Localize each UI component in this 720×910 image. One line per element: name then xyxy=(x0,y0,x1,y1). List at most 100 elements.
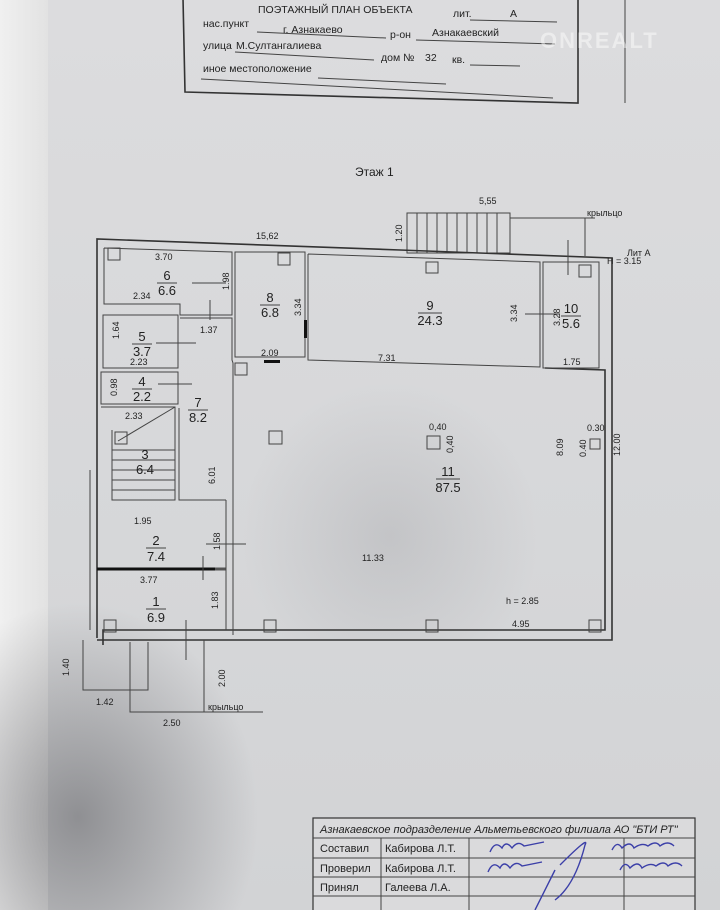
dimension-labels: 15,62 5,55 1.20 крыльцо Лит А H = 3.15 3… xyxy=(61,196,651,728)
house-label: дом № xyxy=(381,52,414,64)
bottom-porch xyxy=(82,640,263,713)
dimension-label: 8.09 xyxy=(555,438,565,456)
row-accepted-name: Галеева Л.А. xyxy=(385,882,451,894)
top-porch xyxy=(406,212,595,256)
street-label: улица xyxy=(203,40,232,52)
room-1: 16.9 xyxy=(146,594,166,625)
dimension-label: 2.34 xyxy=(133,291,151,301)
lit-mark: Лит А xyxy=(627,248,651,258)
room-label-text: 6.9 xyxy=(147,610,165,625)
room-8: 86.8 xyxy=(260,290,280,320)
dimension-label: 1.75 xyxy=(563,357,581,367)
dimension-label: 2.23 xyxy=(130,357,148,367)
room-5: 53.7 xyxy=(132,329,152,359)
dimension-label: 2.50 xyxy=(163,718,181,728)
dimension-label: 3.34 xyxy=(293,298,303,316)
dimension-label: 1.98 xyxy=(221,272,231,290)
dimension-label: 3.70 xyxy=(155,252,173,262)
dimension-label: h = 2.85 xyxy=(506,596,539,606)
room-label-text: 6 xyxy=(163,268,170,283)
room-label-text: 6.8 xyxy=(261,305,279,320)
dimension-label: 6.01 xyxy=(207,466,217,484)
dimension-label: 0,40 xyxy=(429,422,447,432)
room-label-text: 10 xyxy=(564,301,578,316)
settlement-label: нас.пункт xyxy=(203,18,249,30)
dimension-label: 0.98 xyxy=(109,378,119,396)
room-label-text: 5 xyxy=(138,329,145,344)
porch-bottom-label: крыльцо xyxy=(208,702,243,712)
dim-porch-depth: 1.20 xyxy=(394,224,404,242)
row-checked-role: Проверил xyxy=(320,863,371,875)
room-10: 105.6 xyxy=(561,301,581,331)
room-label-text: 8 xyxy=(266,290,273,305)
room-label-text: 1 xyxy=(152,594,159,609)
dimension-label: 1.95 xyxy=(134,516,152,526)
room-label-text: 7 xyxy=(194,395,201,410)
room-label-text: 7.4 xyxy=(147,549,165,564)
room-label-text: 2 xyxy=(152,533,159,548)
room-labels: 16.9 27.4 36.4 42.2 53.7 66.6 78.2 86.8 … xyxy=(132,268,581,625)
dimension-label: 11.33 xyxy=(362,553,384,563)
stamp-org: Азнакаевское подразделение Альметьевског… xyxy=(319,824,679,836)
row-composed-role: Составил xyxy=(320,843,369,855)
dimension-label: 1.64 xyxy=(111,321,121,339)
row-checked-name: Кабирова Л.Т. xyxy=(385,863,456,875)
room-label-text: 5.6 xyxy=(562,316,580,331)
dimension-label: 1.37 xyxy=(200,325,218,335)
dimension-label: 7.31 xyxy=(378,353,396,363)
height-total: H = 3.15 xyxy=(607,256,641,266)
dimension-label: 0,40 xyxy=(445,435,455,453)
room-label-text: 11 xyxy=(441,464,455,479)
room-label-text: 8.2 xyxy=(189,410,207,425)
room-label-text: 9 xyxy=(426,298,433,313)
room-label-text: 2.2 xyxy=(133,389,151,404)
room-label-text: 4 xyxy=(138,374,145,389)
watermark: ONREALT xyxy=(540,28,659,53)
district-label: р-он xyxy=(390,29,411,41)
row-composed-name: Кабирова Л.Т. xyxy=(385,843,456,855)
dimension-label: 2.09 xyxy=(261,348,279,358)
dimension-label: 2.33 xyxy=(125,411,143,421)
dim-top-total: 15,62 xyxy=(256,231,279,241)
dimension-label: 3.28 xyxy=(552,308,562,326)
handwritten-signatures xyxy=(487,841,683,910)
house-value: 32 xyxy=(425,52,437,64)
district-value: Азнакаевский xyxy=(432,27,499,39)
room-3: 36.4 xyxy=(136,447,154,477)
dimension-label: 1.58 xyxy=(212,532,222,550)
dimension-label: 12.00 xyxy=(612,433,622,456)
porch-top-label: крыльцо xyxy=(587,208,622,218)
dimension-label: 0.40 xyxy=(578,439,588,457)
dimension-label: 1.42 xyxy=(96,697,114,707)
header-box: ПОЭТАЖНЫЙ ПЛАН ОБЪЕКТА лит. А нас.пункт … xyxy=(182,0,659,104)
photo-shadow xyxy=(240,380,540,640)
other-location-label: иное местоположение xyxy=(203,63,312,75)
room-label-text: 6.6 xyxy=(158,283,176,298)
room-2: 27.4 xyxy=(146,533,166,564)
dimension-label: 1.83 xyxy=(210,591,220,609)
lit-value: А xyxy=(510,8,517,20)
row-accepted-role: Принял xyxy=(320,882,359,894)
dimension-label: 2.00 xyxy=(217,669,227,687)
room-label-text: 3 xyxy=(141,447,148,462)
room-label-text: 87.5 xyxy=(435,480,460,495)
building-walls xyxy=(89,238,613,660)
floor-title: Этаж 1 xyxy=(355,165,394,179)
dimension-label: 4.95 xyxy=(512,619,530,629)
room-4: 42.2 xyxy=(132,374,152,404)
room-6: 66.6 xyxy=(157,268,177,298)
dimension-label: 3.77 xyxy=(140,575,158,585)
dimension-label: 3.34 xyxy=(509,304,519,322)
dimension-label: 1.40 xyxy=(61,658,71,676)
paper-edge xyxy=(0,0,48,910)
lit-label: лит. xyxy=(453,8,472,20)
room-label-text: 6.4 xyxy=(136,462,154,477)
settlement-value: г. Азнакаево xyxy=(283,24,343,36)
apt-label: кв. xyxy=(452,54,465,66)
room-9: 924.3 xyxy=(417,298,442,328)
header-title: ПОЭТАЖНЫЙ ПЛАН ОБЪЕКТА xyxy=(258,3,413,16)
document-sheet xyxy=(48,0,720,910)
room-label-text: 3.7 xyxy=(133,344,151,359)
